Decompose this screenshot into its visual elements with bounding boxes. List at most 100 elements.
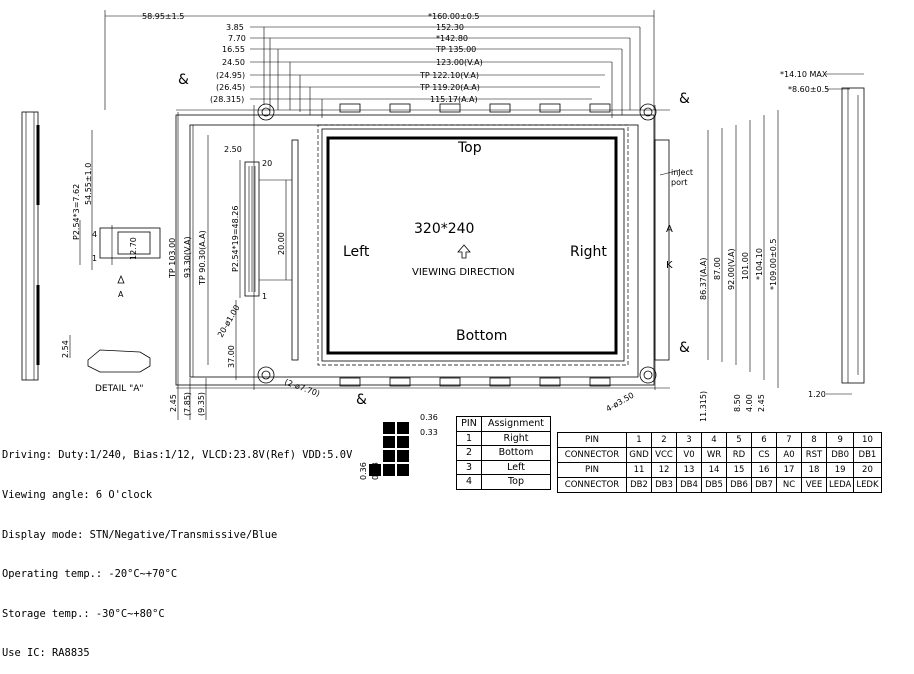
table-cell: 6 bbox=[751, 432, 777, 448]
dim-top-58-95: 58.95±1.5 bbox=[142, 12, 184, 21]
table-cell: Bottom bbox=[481, 445, 551, 461]
table-row: 2 Bottom bbox=[456, 445, 551, 461]
dim-20-holes: 20-ø1.00 bbox=[216, 304, 242, 339]
dim-54-55: 54.55±1.0 bbox=[84, 163, 93, 205]
table-cell: 5 bbox=[726, 432, 752, 448]
table-cell: 12 bbox=[651, 462, 677, 478]
dim-top-tp-135: TP 135.00 bbox=[435, 45, 476, 54]
table-cell: 8 bbox=[801, 432, 827, 448]
amp-top-left: & bbox=[178, 72, 189, 88]
label-bottom: Bottom bbox=[456, 328, 507, 344]
table-cell: 4 bbox=[701, 432, 727, 448]
table-cell: 14 bbox=[701, 462, 727, 478]
row-label: CONNECTOR bbox=[557, 447, 627, 463]
amp-bottom-center: & bbox=[356, 392, 367, 408]
table-row: CONNECTOR DB2 DB3 DB4 DB5 DB6 DB7 NC VEE… bbox=[557, 477, 882, 493]
pin-assignment-table: PIN Assignment 1 Right 2 Bottom 3 Left 4… bbox=[456, 416, 551, 490]
dim-top-115-17: 115.17(A.A) bbox=[430, 95, 478, 104]
arrow-a-label: A bbox=[118, 290, 124, 299]
detail-a-label: DETAIL "A" bbox=[95, 384, 144, 394]
table-cell: DB6 bbox=[726, 477, 752, 493]
dim-top-3-85: 3.85 bbox=[226, 23, 244, 32]
right-dimensions: 86.37(A.A) 87.00 92.00(V.A) 101.00 *104.… bbox=[699, 110, 779, 422]
table-row: CONNECTOR GND VCC V0 WR RD CS A0 RST DB0… bbox=[557, 447, 882, 463]
dim-top-24-95: (24.95) bbox=[216, 71, 245, 80]
table-cell: 11 bbox=[626, 462, 652, 478]
spec-block: Driving: Duty:1/240, Bias:1/12, VLCD:23.… bbox=[2, 423, 352, 674]
dim-tp-90-30: TP 90.30(A.A) bbox=[198, 230, 207, 286]
table-cell: LEDA bbox=[825, 477, 855, 493]
dim-4-holes: 4-ø3.50 bbox=[605, 391, 636, 414]
dim-2-54: 2.54 bbox=[61, 340, 70, 358]
table-cell: 10 bbox=[853, 432, 882, 448]
table-cell: 4 bbox=[456, 474, 482, 490]
dim-0-33-top: 0.33 bbox=[420, 428, 438, 437]
dim-8-60: *8.60±0.5 bbox=[788, 85, 829, 94]
table-row: 1 Right bbox=[456, 430, 551, 446]
left-side-profile bbox=[21, 111, 40, 381]
label-inject: inject bbox=[671, 168, 693, 177]
table-cell: RST bbox=[801, 447, 827, 463]
row-label: PIN bbox=[557, 462, 627, 478]
dim-top-152-30: 152.30 bbox=[436, 23, 464, 32]
table-cell: Right bbox=[481, 430, 551, 446]
table-cell: DB3 bbox=[651, 477, 677, 493]
label-viewing-direction: VIEWING DIRECTION bbox=[412, 267, 515, 278]
table-cell: DB4 bbox=[676, 477, 702, 493]
dim-11-315: 11.315) bbox=[699, 391, 708, 422]
lcd-screen: Top Bottom Left Right 320*240 VIEWING DI… bbox=[317, 124, 629, 366]
table-cell: A0 bbox=[776, 447, 802, 463]
dim-93-30: 93.30(V.A) bbox=[183, 236, 192, 278]
label-right: Right bbox=[570, 244, 607, 260]
spec-viewing-angle: Viewing angle: 6 O'clock bbox=[2, 489, 153, 501]
row-label: CONNECTOR bbox=[557, 477, 627, 493]
spec-storage-temp: Storage temp.: -30°C~+80°C bbox=[2, 607, 165, 620]
spec-display-mode: Display mode: STN/Negative/Transmissive/… bbox=[2, 528, 278, 541]
table-cell: WR bbox=[701, 447, 727, 463]
table-cell: DB2 bbox=[626, 477, 652, 493]
dim-p254x3: P2.54*3=7.62 bbox=[72, 184, 81, 240]
table-cell: 9 bbox=[825, 432, 855, 448]
table-cell: 1 bbox=[456, 430, 482, 446]
table-cell: LEDK bbox=[853, 477, 882, 493]
table-row: 3 Left bbox=[456, 459, 551, 475]
table-cell: NC bbox=[776, 477, 802, 493]
table-cell: 7 bbox=[776, 432, 802, 448]
table-cell: 2 bbox=[651, 432, 677, 448]
spec-ic: Use IC: RA8835 bbox=[2, 647, 90, 660]
dim-0-36-left: 0.36 bbox=[359, 462, 368, 480]
label-left: Left bbox=[343, 244, 370, 260]
right-features: inject port A K & & & & bbox=[178, 72, 693, 408]
table-cell: 1 bbox=[626, 432, 652, 448]
table-row: PIN 1 2 3 4 5 6 7 8 9 10 bbox=[557, 432, 882, 448]
table-cell: 13 bbox=[676, 462, 702, 478]
dim-p254x19: P2.54*19=48.26 bbox=[231, 206, 240, 272]
spec-operating-temp: Operating temp.: -20°C~+70°C bbox=[2, 568, 178, 581]
dim-top-123: 123.00(V.A) bbox=[436, 58, 483, 67]
table-cell: DB1 bbox=[853, 447, 882, 463]
table-cell: V0 bbox=[676, 447, 702, 463]
dim-top-160: *160.00±0.5 bbox=[428, 12, 479, 21]
table-cell: RD bbox=[726, 447, 752, 463]
table-cell: GND bbox=[626, 447, 652, 463]
table-row: PIN 11 12 13 14 15 16 17 18 19 20 bbox=[557, 462, 882, 478]
dim-top-142-80: *142.80 bbox=[436, 34, 468, 43]
dim-top-24-50: 24.50 bbox=[222, 58, 245, 67]
dim-1-20: 1.20 bbox=[808, 390, 826, 399]
detail-a: 2.54 DETAIL "A" bbox=[61, 335, 151, 394]
table-cell: Top bbox=[481, 474, 551, 490]
dim-top-26-45: (26.45) bbox=[216, 83, 245, 92]
dim-0-36-top: 0.36 bbox=[420, 413, 438, 422]
table-cell: 19 bbox=[825, 462, 855, 478]
label-port: port bbox=[671, 178, 687, 187]
table-row: 4 Top bbox=[456, 474, 551, 490]
dim-top-28-315: (28.315) bbox=[210, 95, 244, 104]
spec-driving: Driving: Duty:1/240, Bias:1/12, VLCD:23.… bbox=[2, 449, 353, 462]
table-cell: 18 bbox=[801, 462, 827, 478]
pin-20-label: 20 bbox=[262, 159, 272, 168]
drawing: 58.95±1.5 *160.00±0.5 3.85 152.30 7.70 *… bbox=[21, 10, 865, 480]
dim-87-00: 87.00 bbox=[713, 257, 722, 280]
table-cell: 20 bbox=[853, 462, 882, 478]
side-view: *14.10 MAX *8.60±0.5 1.20 bbox=[780, 70, 865, 399]
table-row: PIN Assignment bbox=[456, 416, 551, 432]
